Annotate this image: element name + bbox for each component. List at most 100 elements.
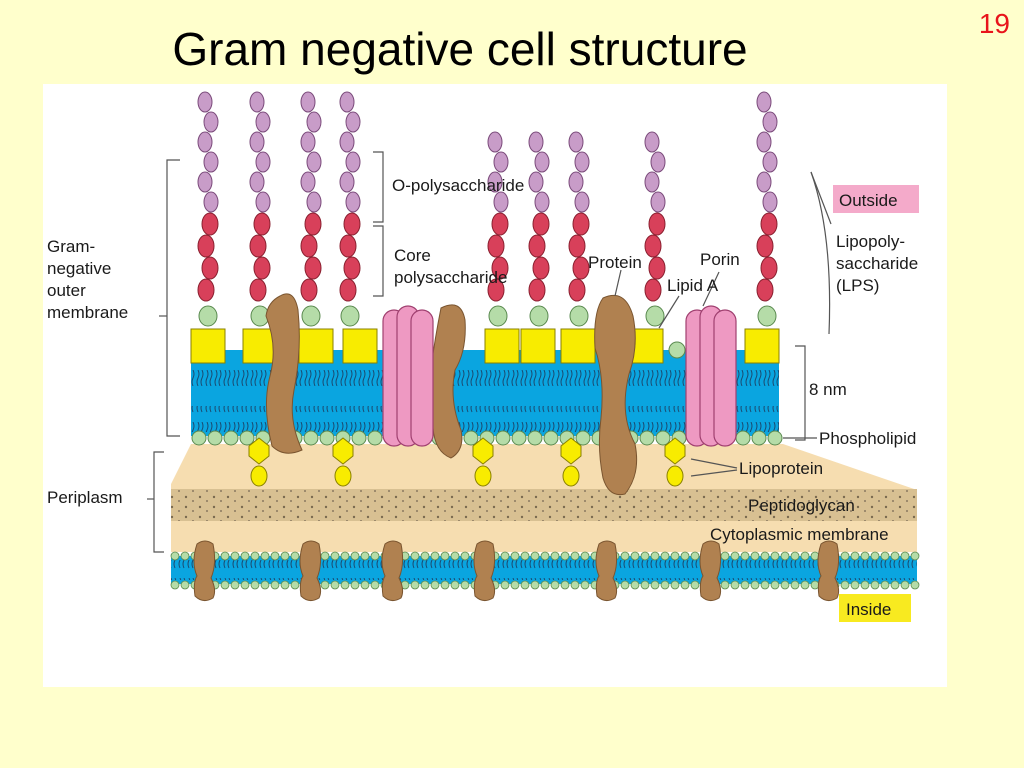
inner-head: [840, 551, 850, 561]
inner-head: [650, 551, 660, 561]
inner-head: [880, 580, 890, 590]
inner-head: [250, 580, 260, 590]
inner-head: [890, 551, 900, 561]
inner-head: [660, 551, 670, 561]
inner-head: [290, 580, 300, 590]
inner-head: [790, 551, 800, 561]
phospholipid-head: [655, 430, 671, 446]
inner-head: [530, 580, 540, 590]
lps-o-sugar: [339, 91, 355, 113]
lps-o-sugar: [249, 131, 265, 153]
lps-core-sugar: [253, 212, 271, 236]
protein-label: Protein: [588, 253, 642, 272]
lps-o-sugar: [255, 111, 271, 133]
inner-head: [620, 580, 630, 590]
lps-core-sugar: [760, 212, 778, 236]
inner-head: [780, 551, 790, 561]
lps-core-sugar: [304, 256, 322, 280]
lipid-a-blocks: [190, 328, 780, 364]
lps-core-sugar: [756, 278, 774, 302]
lps-o-sugar: [487, 171, 503, 193]
lipoprotein-top: [332, 437, 354, 465]
lipoprotein-anchor: [474, 465, 492, 487]
lps-core-sugar: [491, 212, 509, 236]
inner-head: [740, 580, 750, 590]
lipoprotein-anchor: [334, 465, 352, 487]
lps-o-sugar: [574, 151, 590, 173]
inner-head: [780, 580, 790, 590]
lps-core-sugar: [532, 256, 550, 280]
inner-head: [750, 551, 760, 561]
inner-head: [810, 580, 820, 590]
lps-o-sugar: [249, 171, 265, 193]
inner-head: [320, 551, 330, 561]
inner-head: [450, 551, 460, 561]
thickness-label: 8 nm: [809, 380, 847, 399]
lipid-a-block: [560, 328, 596, 364]
inner-head: [330, 580, 340, 590]
peptidoglycan-texture: [171, 489, 917, 521]
phospholipid-label: Phospholipid: [819, 429, 916, 448]
inner-protein: [381, 540, 404, 602]
gram-negative-diagram: O-polysaccharide Core polysaccharide Pro…: [43, 84, 947, 687]
inner-head: [910, 580, 920, 590]
inner-head: [280, 551, 290, 561]
inner-head: [240, 580, 250, 590]
inner-head: [570, 551, 580, 561]
lps-core-sugar: [201, 256, 219, 280]
lps-core-base: [488, 305, 508, 327]
inner-head: [860, 551, 870, 561]
inner-head: [530, 551, 540, 561]
lps-core-sugar: [249, 278, 267, 302]
lps-core-sugar: [201, 212, 219, 236]
inner-head: [500, 580, 510, 590]
inner-head: [230, 580, 240, 590]
inner-head: [770, 551, 780, 561]
lps-core-base: [757, 305, 777, 327]
lps-o-sugar: [203, 151, 219, 173]
inside-box: [839, 594, 911, 622]
inner-protein: [473, 540, 496, 602]
lps-o-sugar: [203, 191, 219, 213]
inner-head: [260, 580, 270, 590]
lps-core-sugar: [568, 278, 586, 302]
inner-head: [520, 551, 530, 561]
lps-core-sugar: [644, 234, 662, 258]
inner-head: [770, 580, 780, 590]
lps-core-base: [198, 305, 218, 327]
inner-protein: [817, 540, 840, 602]
lps-o-sugar: [339, 131, 355, 153]
inner-head: [410, 551, 420, 561]
inner-head: [180, 551, 190, 561]
lps-core-sugar: [568, 234, 586, 258]
lps-o-sugar: [306, 191, 322, 213]
inner-heads-bottom: [170, 580, 920, 590]
lipid-a-block: [744, 328, 780, 364]
inner-head: [740, 551, 750, 561]
diagram-svg: O-polysaccharide Core polysaccharide Pro…: [47, 91, 920, 622]
inner-head: [570, 580, 580, 590]
lps-core-sugar: [249, 234, 267, 258]
inner-head: [350, 580, 360, 590]
lps-o-sugar: [306, 111, 322, 133]
inner-head: [340, 580, 350, 590]
inner-head: [450, 580, 460, 590]
lipoprotein-top: [248, 437, 270, 465]
inner-head: [290, 551, 300, 561]
inner-head: [680, 580, 690, 590]
lps-o-sugar: [300, 171, 316, 193]
inner-head: [340, 551, 350, 561]
lps-o-sugar: [528, 131, 544, 153]
inner-head: [790, 580, 800, 590]
lipoprotein-top: [664, 437, 686, 465]
inner-head: [350, 551, 360, 561]
lps-core-base: [529, 305, 549, 327]
porin-2: [685, 305, 737, 447]
lps-o-sugar: [756, 131, 772, 153]
lps-o-sugar: [493, 191, 509, 213]
phospholipid-head: [767, 430, 783, 446]
inner-head: [670, 580, 680, 590]
phospholipid-head: [751, 430, 767, 446]
inner-head: [860, 580, 870, 590]
lps-o-sugar: [574, 191, 590, 213]
